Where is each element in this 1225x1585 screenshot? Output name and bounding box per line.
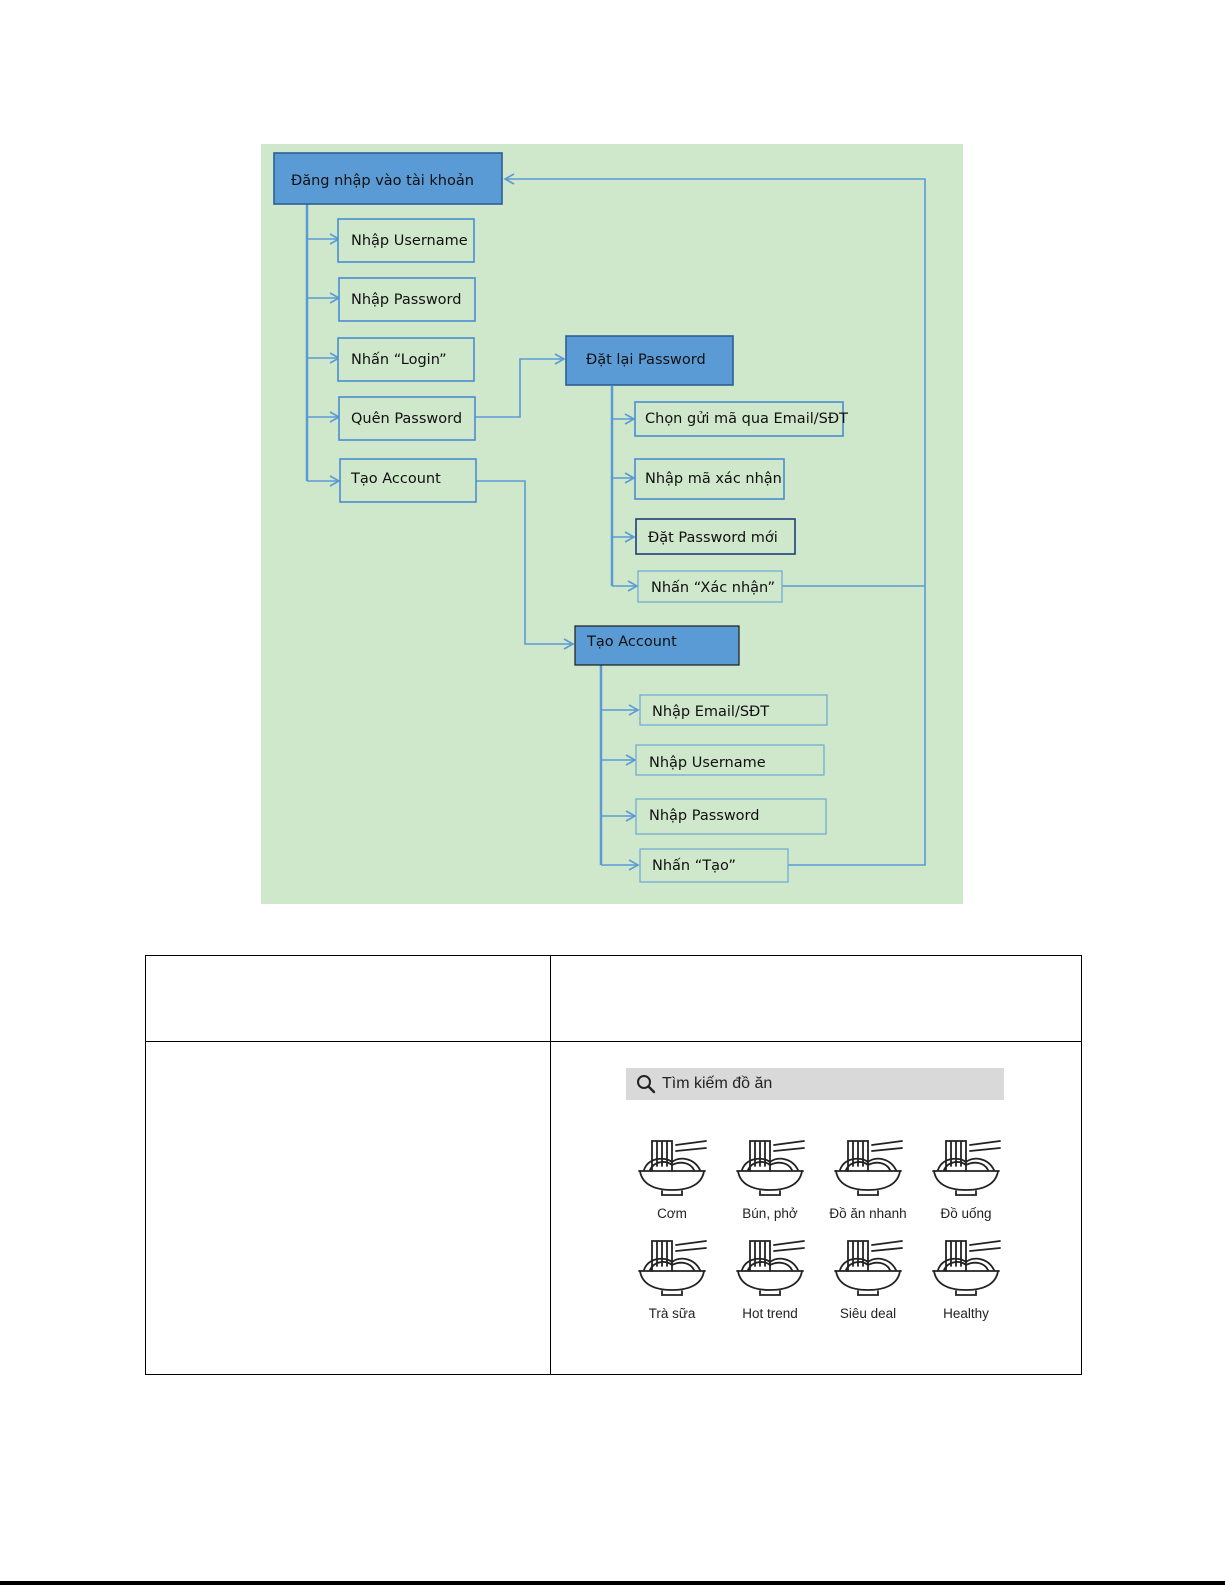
category-item[interactable]: Bún, phở bbox=[721, 1136, 819, 1222]
category-item[interactable]: Healthy bbox=[917, 1236, 1015, 1322]
category-label: Healthy bbox=[943, 1306, 989, 1321]
flow-diagram: Đăng nhập vào tài khoản Nhập Username Nh… bbox=[261, 144, 963, 904]
create-step: Nhập Password bbox=[635, 798, 827, 835]
create-account-node: Tạo Account bbox=[574, 625, 740, 666]
login-step: Tạo Account bbox=[339, 458, 477, 503]
document-table: Tìm kiếm đồ ăn Cơm Bún, phở Đồ ăn nhanh bbox=[145, 955, 1082, 1375]
root-node-label: Đăng nhập vào tài khoản bbox=[291, 173, 474, 189]
app-preview-cell: Tìm kiếm đồ ăn Cơm Bún, phở Đồ ăn nhanh bbox=[550, 1041, 1082, 1375]
connector-lines bbox=[305, 173, 926, 871]
reset-step: Chọn gửi mã qua Email/SĐT bbox=[634, 401, 848, 437]
login-step: Quên Password bbox=[338, 396, 476, 441]
svg-text:Nhấn “Xác nhận”: Nhấn “Xác nhận” bbox=[651, 580, 775, 596]
login-step: Nhập Username bbox=[337, 218, 475, 263]
noodle-bowl-icon bbox=[734, 1236, 806, 1298]
table-cell-empty bbox=[145, 955, 551, 1042]
svg-text:Chọn gửi mã qua Email/SĐT: Chọn gửi mã qua Email/SĐT bbox=[645, 411, 848, 427]
noodle-bowl-icon bbox=[832, 1236, 904, 1298]
category-grid: Cơm Bún, phở Đồ ăn nhanh Đồ uống bbox=[623, 1136, 1023, 1322]
table-cell-empty bbox=[145, 1041, 551, 1375]
category-item[interactable]: Cơm bbox=[623, 1136, 721, 1222]
category-item[interactable]: Đồ uống bbox=[917, 1136, 1015, 1222]
noodle-bowl-icon bbox=[636, 1236, 708, 1298]
login-step: Nhập Password bbox=[338, 277, 476, 322]
page-bottom-rule bbox=[0, 1581, 1225, 1585]
create-step: Nhập Username bbox=[635, 744, 825, 776]
noodle-bowl-icon bbox=[734, 1136, 806, 1198]
svg-text:Nhập Password: Nhập Password bbox=[649, 808, 759, 824]
create-step: Nhấn “Tạo” bbox=[639, 848, 789, 883]
login-step: Nhấn “Login” bbox=[337, 337, 475, 382]
category-item[interactable]: Siêu deal bbox=[819, 1236, 917, 1322]
svg-text:Nhập mã xác nhận: Nhập mã xác nhận bbox=[645, 471, 782, 487]
svg-text:Nhập Email/SĐT: Nhập Email/SĐT bbox=[652, 704, 769, 720]
svg-text:Tạo Account: Tạo Account bbox=[350, 471, 441, 487]
reset-password-node: Đặt lại Password bbox=[565, 335, 734, 386]
search-bar[interactable]: Tìm kiếm đồ ăn bbox=[626, 1068, 1004, 1100]
noodle-bowl-icon bbox=[930, 1136, 1002, 1198]
reset-step: Đặt Password mới bbox=[635, 518, 796, 555]
svg-text:Nhập Username: Nhập Username bbox=[351, 233, 468, 249]
category-label: Đồ ăn nhanh bbox=[829, 1206, 907, 1221]
reset-step: Nhập mã xác nhận bbox=[634, 458, 785, 500]
category-label: Hot trend bbox=[742, 1306, 798, 1321]
category-label: Bún, phở bbox=[742, 1206, 798, 1221]
create-step: Nhập Email/SĐT bbox=[639, 694, 828, 726]
category-item[interactable]: Trà sữa bbox=[623, 1236, 721, 1322]
category-item[interactable]: Đồ ăn nhanh bbox=[819, 1136, 917, 1222]
create-account-label: Tạo Account bbox=[586, 634, 677, 650]
category-item[interactable]: Hot trend bbox=[721, 1236, 819, 1322]
svg-text:Nhấn “Tạo”: Nhấn “Tạo” bbox=[652, 858, 736, 874]
svg-text:Đặt Password mới: Đặt Password mới bbox=[648, 530, 778, 546]
svg-text:Nhập Password: Nhập Password bbox=[351, 292, 461, 308]
svg-text:Nhấn “Login”: Nhấn “Login” bbox=[351, 352, 447, 368]
root-node: Đăng nhập vào tài khoản bbox=[273, 152, 503, 205]
svg-text:Nhập Username: Nhập Username bbox=[649, 755, 766, 771]
noodle-bowl-icon bbox=[636, 1136, 708, 1198]
noodle-bowl-icon bbox=[930, 1236, 1002, 1298]
category-label: Đồ uống bbox=[940, 1206, 992, 1221]
category-label: Siêu deal bbox=[839, 1306, 897, 1321]
noodle-bowl-icon bbox=[832, 1136, 904, 1198]
category-label: Cơm bbox=[657, 1206, 687, 1221]
search-placeholder: Tìm kiếm đồ ăn bbox=[662, 1075, 773, 1092]
table-cell-empty bbox=[550, 955, 1082, 1042]
reset-step: Nhấn “Xác nhận” bbox=[637, 570, 783, 603]
svg-text:Quên Password: Quên Password bbox=[351, 411, 462, 427]
category-label: Trà sữa bbox=[648, 1306, 696, 1321]
search-icon bbox=[637, 1075, 656, 1094]
reset-password-label: Đặt lại Password bbox=[586, 352, 706, 368]
